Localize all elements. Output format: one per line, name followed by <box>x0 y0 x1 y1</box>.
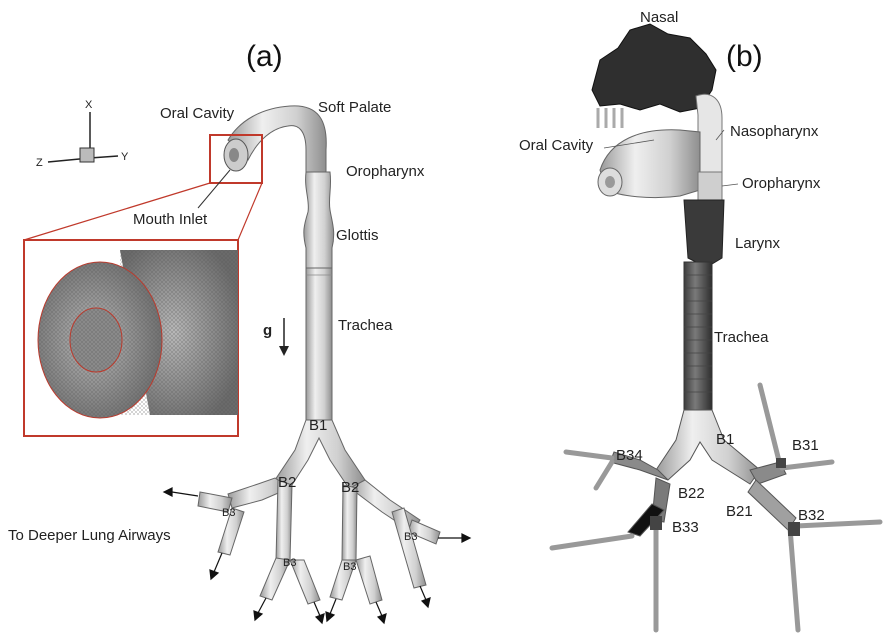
label-b-b21: B21 <box>726 503 753 520</box>
label-b-larynx: Larynx <box>735 235 781 252</box>
gravity-arrow: g <box>263 318 289 356</box>
bronchial-tree-b <box>610 410 796 536</box>
label-b-oropharynx: Oropharynx <box>742 175 821 192</box>
axis-x-label: X <box>85 99 93 111</box>
label-b-b31: B31 <box>792 437 819 454</box>
trachea-b <box>684 262 712 412</box>
oropharynx-b <box>698 172 722 200</box>
label-a-deeper-airways: To Deeper Lung Airways <box>8 527 171 544</box>
label-b-b22: B22 <box>678 485 705 502</box>
label-a-b3-low-left: B3 <box>283 557 296 569</box>
label-b-oral-cavity: Oral Cavity <box>519 137 594 154</box>
label-a-b3-low-right: B3 <box>343 561 356 573</box>
panel-b: (b) <box>519 9 880 630</box>
oropharynx-tube <box>304 172 334 270</box>
panel-a-label: (a) <box>246 40 283 73</box>
label-b-b34: B34 <box>616 447 643 464</box>
axis-y-label: Y <box>121 151 129 163</box>
label-b-b33: B33 <box>672 519 699 536</box>
label-b-nasal: Nasal <box>640 9 678 26</box>
label-a-oropharynx: Oropharynx <box>346 163 425 180</box>
label-a-b3-left: B3 <box>222 507 235 519</box>
label-a-mouth-inlet: Mouth Inlet <box>133 211 208 228</box>
trachea-tube <box>306 268 332 420</box>
label-a-b2-left: B2 <box>278 474 296 491</box>
axis-triad: X Y Z <box>36 99 129 169</box>
label-b-b1: B1 <box>716 431 734 448</box>
label-a-soft-palate: Soft Palate <box>318 99 391 116</box>
label-b-nasopharynx: Nasopharynx <box>730 123 819 140</box>
label-a-trachea: Trachea <box>338 317 393 334</box>
label-a-b1: B1 <box>309 417 327 434</box>
nasal-outlets <box>598 108 622 128</box>
panel-a: (a) X Y Z <box>8 40 470 623</box>
axis-z-label: Z <box>36 157 43 169</box>
gravity-label: g <box>263 322 272 339</box>
larynx-b <box>684 200 724 264</box>
label-a-b2-right: B2 <box>341 479 359 496</box>
label-a-b3-right: B3 <box>404 531 417 543</box>
label-a-glottis: Glottis <box>336 227 379 244</box>
panel-b-label: (b) <box>726 40 763 73</box>
label-b-trachea: Trachea <box>714 329 769 346</box>
label-b-b32: B32 <box>798 507 825 524</box>
label-a-oral-cavity: Oral Cavity <box>160 105 235 122</box>
